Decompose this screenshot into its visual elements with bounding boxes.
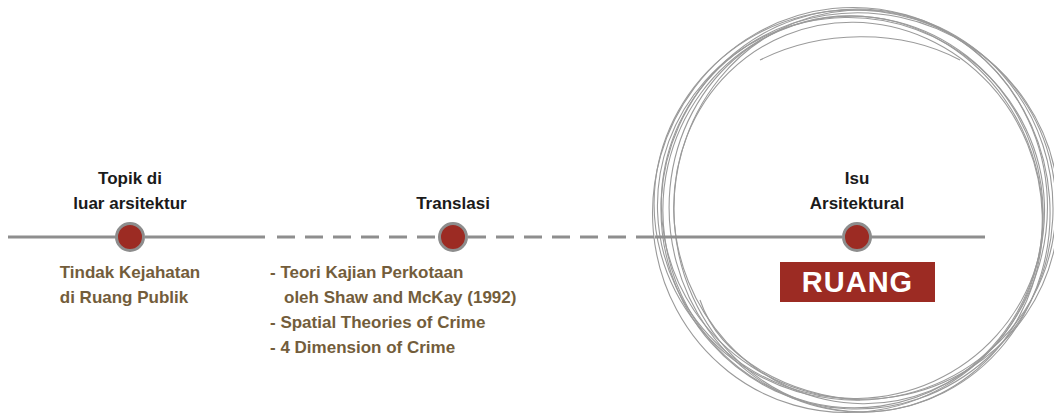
- dashed-segment: [277, 236, 438, 239]
- scribble-stroke: [700, 300, 860, 400]
- scribble-stroke: [660, 0, 1054, 416]
- heading-label: Isu Arsitektural: [810, 166, 904, 216]
- timeline-connector: [468, 237, 842, 238]
- solid-segment: [655, 236, 842, 239]
- list-item: - Spatial Theories of Crime: [270, 310, 485, 335]
- scribble-stroke: [632, 0, 1054, 416]
- timeline-connector: [145, 237, 438, 238]
- list-item: - 4 Dimension of Crime: [270, 335, 455, 360]
- dashed-segment: [468, 236, 655, 239]
- heading-label: Topik di luar arsitektur: [73, 166, 186, 216]
- solid-segment: [145, 236, 265, 239]
- body-label: Tindak Kejahatan di Ruang Publik: [60, 260, 200, 310]
- scribble-stroke: [605, 0, 1054, 416]
- scribble-stroke: [625, 0, 1054, 416]
- badge-label: RUANG: [780, 262, 935, 302]
- timeline-dot: Topik di luar arsitekturTindak Kejahatan…: [115, 222, 145, 252]
- scribble-stroke: [760, 37, 960, 60]
- scribble-stroke: [616, 0, 1054, 416]
- timeline-dot: Isu ArsitekturalRUANG: [842, 222, 872, 252]
- timeline-line: [8, 236, 120, 239]
- list-item: - Teori Kajian Perkotaan oleh Shaw and M…: [270, 260, 516, 310]
- timeline-line: [866, 236, 985, 239]
- heading-label: Translasi: [416, 191, 490, 216]
- timeline-dot: Translasi- Teori Kajian Perkotaan oleh S…: [438, 222, 468, 252]
- scribble-stroke: [625, 0, 1054, 416]
